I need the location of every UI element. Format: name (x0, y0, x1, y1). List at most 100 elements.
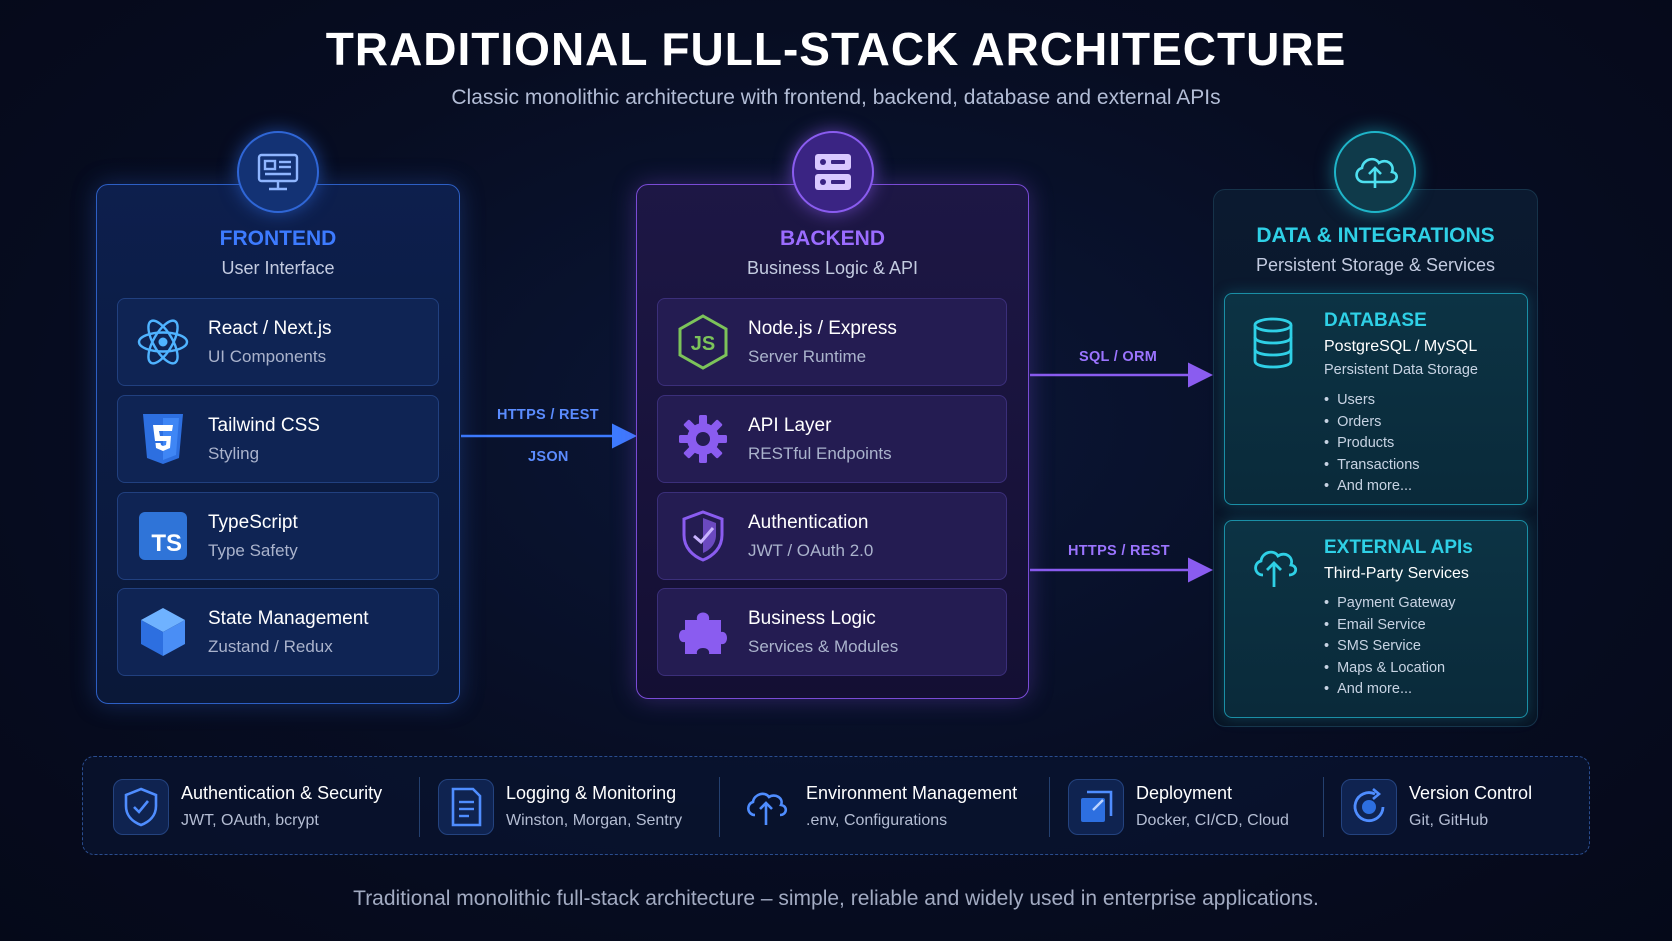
svg-text:JS: JS (691, 333, 715, 355)
page-title: TRADITIONAL FULL-STACK ARCHITECTURE (325, 23, 1347, 75)
bottom-item-title: Deployment (1136, 783, 1233, 803)
puzzle-icon (679, 612, 727, 654)
external-apis-list: Payment Gateway Email Service SMS Servic… (1324, 595, 1456, 703)
external-apis-box: EXTERNAL APIs Third-Party Services Payme… (1224, 520, 1528, 718)
list-item: Email Service (1324, 617, 1456, 639)
card-title: Tailwind CSS (208, 414, 320, 436)
frontend-card-state: State Management Zustand / Redux (117, 588, 439, 676)
external-apis-tech: Third-Party Services (1324, 565, 1469, 582)
frontend-card-typescript: TS TypeScript Type Safety (117, 492, 439, 580)
list-item: Payment Gateway (1324, 595, 1455, 617)
cloud-icon (1355, 157, 1398, 188)
data-title: DATA & INTEGRATIONS (1256, 224, 1495, 247)
card-title: Authentication (748, 511, 869, 533)
gear-icon (679, 415, 727, 463)
nodejs-icon: JS (678, 314, 728, 370)
card-desc: Styling (208, 443, 260, 463)
bottom-item-title: Logging & Monitoring (506, 783, 677, 803)
list-item: Orders (1324, 414, 1420, 436)
server-icon (815, 154, 851, 190)
data-subtitle: Persistent Storage & Services (1255, 255, 1496, 275)
data-integrations-panel: DATA & INTEGRATIONS Persistent Storage &… (1213, 189, 1538, 727)
database-desc: Persistent Data Storage (1324, 362, 1478, 378)
bottom-item-deployment: Deployment Docker, CI/CD, Cloud (1068, 757, 1289, 856)
connector-label-https-rest-ext: HTTPS / REST (1068, 543, 1170, 559)
card-desc: Services & Modules (748, 636, 899, 656)
bottom-item-desc: Docker, CI/CD, Cloud (1136, 812, 1289, 829)
frontend-title: FRONTEND (219, 227, 337, 250)
bottom-item-desc: Git, GitHub (1409, 812, 1489, 829)
deploy-icon (1081, 790, 1113, 822)
frontend-card-react: React / Next.js UI Components (117, 298, 439, 386)
database-tables-list: Users Orders Products Transactions And m… (1324, 392, 1420, 500)
version-control-icon (1353, 787, 1385, 822)
backend-card-node: JS Node.js / Express Server Runtime (657, 298, 1007, 386)
frontend-card-tailwind: Tailwind CSS Styling (117, 395, 439, 483)
list-item: Maps & Location (1324, 660, 1456, 682)
card-title: TypeScript (208, 511, 298, 533)
card-desc: Server Runtime (748, 346, 867, 366)
cloud-upload-icon (747, 792, 788, 825)
react-icon (137, 319, 189, 365)
connector-label-https-rest: HTTPS / REST (497, 407, 599, 423)
cloud-upload-icon (1254, 550, 1298, 587)
card-title: React / Next.js (208, 317, 332, 339)
frontend-panel: FRONTEND User Interface React / Next.js … (96, 184, 460, 704)
cube-icon (141, 608, 185, 656)
shield-check-icon (124, 787, 158, 826)
connector-label-sql-orm: SQL / ORM (1079, 349, 1158, 365)
backend-card-api: API Layer RESTful Endpoints (657, 395, 1007, 483)
card-title: Node.js / Express (748, 317, 897, 339)
backend-subtitle: Business Logic & API (746, 258, 919, 278)
frontend-badge (237, 131, 319, 213)
external-apis-title: EXTERNAL APIs (1324, 537, 1473, 558)
bottom-item-desc: JWT, OAuth, bcrypt (181, 812, 319, 829)
card-title: API Layer (748, 414, 832, 436)
bottom-item-desc: Winston, Morgan, Sentry (506, 812, 683, 829)
bottom-item-version-control: Version Control Git, GitHub (1341, 757, 1532, 856)
database-box: DATABASE PostgreSQL / MySQL Persistent D… (1224, 293, 1528, 505)
card-desc: Zustand / Redux (208, 636, 333, 656)
divider (1049, 777, 1050, 837)
list-item: Products (1324, 435, 1420, 457)
document-icon (451, 787, 482, 826)
cross-cutting-concerns-bar: Authentication & Security JWT, OAuth, bc… (82, 756, 1590, 855)
list-item: And more... (1324, 681, 1456, 703)
bottom-item-title: Authentication & Security (181, 783, 383, 803)
divider (419, 777, 420, 837)
backend-badge (792, 131, 874, 213)
card-desc: Type Safety (208, 540, 298, 560)
database-icon (1253, 317, 1293, 369)
database-tech: PostgreSQL / MySQL (1324, 338, 1478, 355)
shield-icon (682, 510, 724, 562)
card-desc: JWT / OAuth 2.0 (748, 540, 874, 560)
page-subtitle: Classic monolithic architecture with fro… (451, 86, 1221, 109)
bottom-item-logging: Logging & Monitoring Winston, Morgan, Se… (438, 757, 682, 856)
card-title: Business Logic (748, 607, 876, 629)
list-item: And more... (1324, 478, 1420, 500)
card-desc: RESTful Endpoints (748, 443, 892, 463)
monitor-icon (257, 153, 299, 191)
bottom-item-title: Version Control (1409, 783, 1533, 803)
list-item: Users (1324, 392, 1420, 414)
backend-title: BACKEND (780, 227, 885, 250)
bottom-item-environment: Environment Management .env, Configurati… (738, 757, 1017, 856)
divider (719, 777, 720, 837)
backend-panel: BACKEND Business Logic & API JS Node.js … (636, 184, 1029, 699)
frontend-subtitle: User Interface (221, 258, 335, 278)
bottom-item-desc: .env, Configurations (806, 812, 948, 829)
css3-icon (143, 414, 183, 464)
connector-label-json: JSON (528, 449, 569, 465)
card-desc: UI Components (208, 346, 327, 366)
data-badge (1334, 131, 1416, 213)
footer-caption: Traditional monolithic full-stack archit… (353, 887, 1319, 910)
list-item: Transactions (1324, 457, 1419, 479)
bottom-item-title: Environment Management (806, 783, 1018, 803)
database-title: DATABASE (1324, 310, 1427, 331)
backend-card-logic: Business Logic Services & Modules (657, 588, 1007, 676)
divider (1323, 777, 1324, 837)
bottom-item-security: Authentication & Security JWT, OAuth, bc… (113, 757, 382, 856)
typescript-icon: TS (139, 512, 187, 560)
backend-card-auth: Authentication JWT / OAuth 2.0 (657, 492, 1007, 580)
